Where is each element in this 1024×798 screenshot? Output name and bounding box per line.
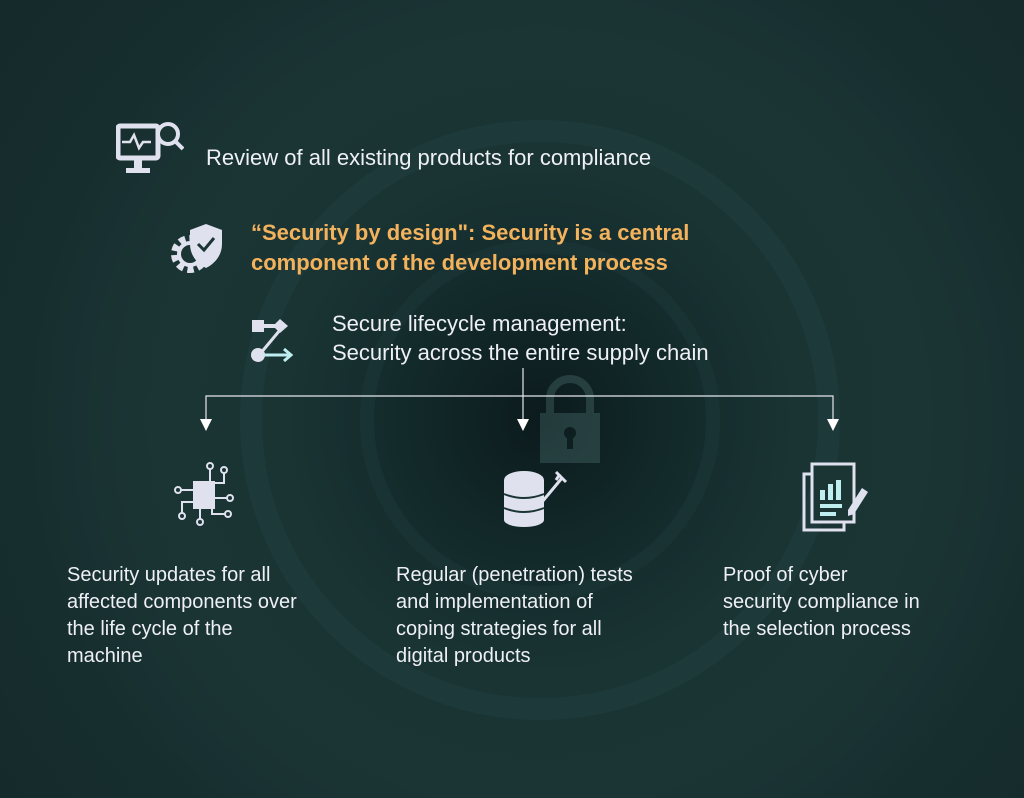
- outcome-text-line: affected components over: [67, 591, 297, 613]
- outcome-text-line: the life cycle of the: [67, 618, 233, 640]
- monitor-search-icon: [116, 118, 184, 180]
- workflow-arrows-icon: [250, 318, 296, 364]
- outcome-text-line: security compliance in: [723, 591, 920, 613]
- outcome-text-line: the selection process: [723, 618, 911, 640]
- report-document-icon: [802, 462, 870, 532]
- arrow-left: [200, 419, 212, 431]
- background-lock-icon: [538, 375, 602, 465]
- outcome-text-line: Proof of cyber: [723, 564, 848, 586]
- arrow-right: [827, 419, 839, 431]
- outcome-text-line: digital products: [396, 645, 531, 667]
- gear-shield-icon: [166, 222, 226, 278]
- outcome-text-line: and implementation of: [396, 591, 593, 613]
- outcome-text-line: Regular (penetration) tests: [396, 564, 633, 586]
- database-injection-icon: [500, 466, 572, 528]
- lifecycle-line1: Secure lifecycle management:: [332, 311, 627, 336]
- outcome-text-line: coping strategies for all: [396, 618, 602, 640]
- circuit-chip-icon: [172, 460, 238, 526]
- security-by-design-line1: “Security by design": Security is a cent…: [251, 220, 690, 245]
- review-text: Review of all existing products for comp…: [206, 145, 652, 170]
- arrow-center: [517, 419, 529, 431]
- outcome-text-line: Security updates for all: [67, 564, 271, 586]
- security-by-design-line2: component of the development process: [251, 250, 668, 275]
- outcome-text-line: machine: [67, 645, 143, 667]
- lifecycle-line2: Security across the entire supply chain: [332, 340, 709, 365]
- connector-arrows: [200, 368, 839, 431]
